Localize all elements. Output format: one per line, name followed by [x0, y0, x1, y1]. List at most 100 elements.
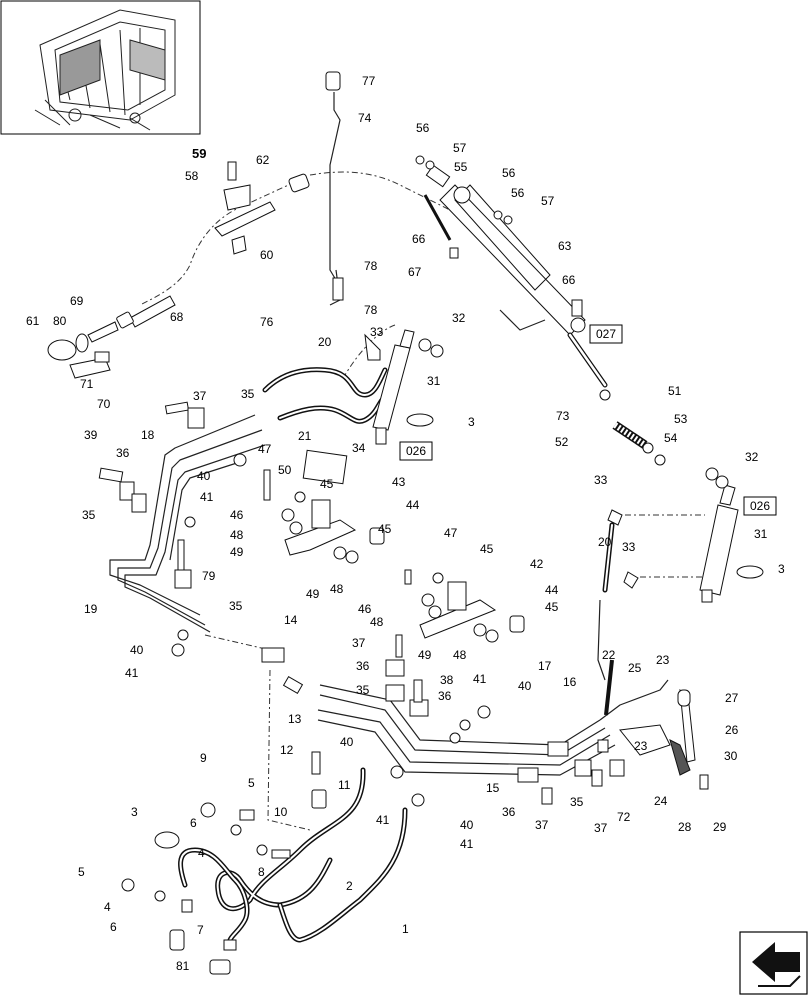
part-label-63: 63	[558, 239, 572, 253]
part-label-33: 33	[370, 325, 384, 339]
part-label-47: 47	[258, 442, 272, 456]
ref-box-label: 026	[750, 499, 770, 513]
part-label-12: 12	[280, 743, 294, 757]
part-label-9: 9	[200, 751, 207, 765]
part-label-41: 41	[125, 666, 139, 680]
part-label-69: 69	[70, 294, 84, 308]
ram-68	[47, 295, 176, 379]
part-label-18: 18	[141, 428, 155, 442]
part-label-40: 40	[340, 735, 354, 749]
part-label-74: 74	[358, 111, 372, 125]
control-rod-74	[325, 71, 344, 306]
cylinder-31-lower	[699, 484, 764, 603]
part-label-5: 5	[78, 865, 85, 879]
part-label-41: 41	[200, 490, 214, 504]
part-label-25: 25	[628, 661, 642, 675]
part-label-59: 59	[192, 146, 206, 161]
part-label-35: 35	[241, 387, 255, 401]
part-label-44: 44	[406, 498, 420, 512]
part-label-40: 40	[130, 643, 144, 657]
part-label-37: 37	[535, 818, 549, 832]
part-label-28: 28	[678, 820, 692, 834]
part-label-36: 36	[438, 689, 452, 703]
part-label-81: 81	[176, 959, 190, 973]
part-label-20: 20	[318, 335, 332, 349]
part-label-22: 22	[602, 648, 616, 662]
part-label-36: 36	[502, 805, 516, 819]
part-label-71: 71	[80, 377, 94, 391]
part-label-57: 57	[453, 141, 467, 155]
part-label-3: 3	[778, 562, 785, 576]
reference-boxes: 027 026 026	[399, 324, 777, 516]
part-label-56: 56	[511, 186, 525, 200]
part-label-49: 49	[418, 648, 432, 662]
part-label-33: 33	[594, 473, 608, 487]
part-label-8: 8	[258, 865, 265, 879]
arrow-back-icon[interactable]	[739, 931, 808, 995]
part-label-52: 52	[555, 435, 569, 449]
part-label-36: 36	[116, 446, 130, 460]
part-label-41: 41	[376, 813, 390, 827]
part-label-41: 41	[473, 672, 487, 686]
part-label-4: 4	[198, 846, 205, 860]
ref-box-label: 027	[596, 327, 616, 341]
part-label-48: 48	[453, 648, 467, 662]
part-label-56: 56	[502, 166, 516, 180]
part-label-23: 23	[634, 739, 648, 753]
part-label-23: 23	[656, 653, 670, 667]
part-label-37: 37	[193, 389, 207, 403]
part-label-14: 14	[284, 613, 298, 627]
hose-right-20-22	[597, 522, 615, 716]
part-label-40: 40	[518, 679, 532, 693]
part-label-35: 35	[82, 508, 96, 522]
hoses-20-21	[262, 367, 388, 424]
part-label-61: 61	[26, 314, 40, 328]
part-label-26: 26	[725, 723, 739, 737]
part-label-72: 72	[617, 810, 631, 824]
part-label-27: 27	[725, 691, 739, 705]
part-label-48: 48	[230, 528, 244, 542]
part-label-53: 53	[674, 412, 688, 426]
part-label-38: 38	[440, 673, 454, 687]
part-label-58: 58	[185, 169, 199, 183]
part-label-19: 19	[84, 602, 98, 616]
part-label-45: 45	[480, 542, 494, 556]
machine-inset-view	[0, 0, 201, 135]
part-label-17: 17	[538, 659, 552, 673]
part-label-48: 48	[370, 615, 384, 629]
part-label-40: 40	[460, 818, 474, 832]
part-label-6: 6	[110, 920, 117, 934]
part-label-33: 33	[622, 540, 636, 554]
part-label-4: 4	[104, 900, 111, 914]
part-label-35: 35	[356, 683, 370, 697]
part-label-43: 43	[392, 475, 406, 489]
part-label-80: 80	[53, 314, 67, 328]
part-label-76: 76	[260, 315, 274, 329]
center-lines	[139, 171, 705, 831]
ref-box-026[interactable]: 026	[399, 441, 433, 461]
part-label-31: 31	[754, 527, 768, 541]
part-label-24: 24	[654, 794, 668, 808]
part-label-79: 79	[202, 569, 216, 583]
part-label-70: 70	[97, 397, 111, 411]
part-label-56: 56	[416, 121, 430, 135]
ref-box-026[interactable]: 026	[743, 496, 777, 516]
part-label-45: 45	[545, 600, 559, 614]
part-label-37: 37	[352, 636, 366, 650]
part-label-62: 62	[256, 153, 270, 167]
part-label-11: 11	[338, 778, 351, 792]
ref-box-027[interactable]: 027	[589, 324, 623, 344]
spring-52	[599, 389, 666, 466]
part-label-7: 7	[197, 923, 204, 937]
part-label-36: 36	[356, 659, 370, 673]
small-parts	[98, 155, 729, 975]
part-label-55: 55	[454, 160, 468, 174]
part-label-32: 32	[452, 311, 466, 325]
part-label-77: 77	[362, 74, 376, 88]
part-label-37: 37	[594, 821, 608, 835]
part-label-46: 46	[358, 602, 372, 616]
part-label-13: 13	[288, 712, 302, 726]
part-label-66: 66	[562, 273, 576, 287]
